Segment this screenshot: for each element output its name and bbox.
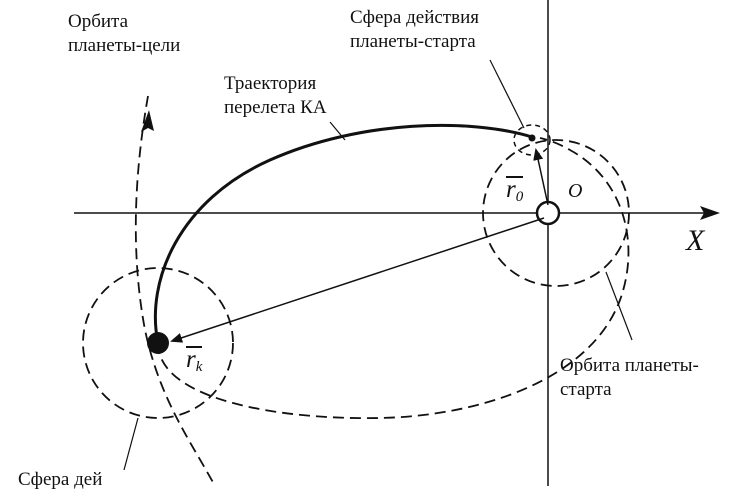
leader-sphere [489,59,525,129]
target-sphere-of-influence [82,267,234,419]
spacecraft-start-point [528,134,536,142]
x-axis-arrow [700,206,720,220]
label-bottom-cut: Сфера дей [18,469,103,490]
label-trajectory: Траектория перелета КА [224,72,327,120]
label-sphere-line1: Сфера действия [350,7,479,28]
label-start-orbit: Орбита планеты- старта [560,354,699,402]
target-planet [147,332,169,354]
target-orbit-direction-arrow [141,110,154,132]
label-target-orbit: Орбита планеты-цели [68,10,180,58]
label-start-orbit-line1: Орбита планеты- [560,355,699,376]
vector-r0-label: r0 [506,176,524,208]
x-axis-label: X [686,224,705,257]
leader-start-orbit [605,271,633,341]
vector-r0-sub: 0 [515,189,524,205]
label-sphere-line2: планеты-старта [350,31,476,52]
label-start-orbit-line2: старта [560,379,612,400]
label-target-orbit-line2: планеты-цели [68,35,181,56]
sun-origin [535,200,561,226]
vector-rk-label: rk [186,346,203,378]
transfer-ellipse-dashed [157,137,630,420]
origin-label: O [568,180,583,202]
vector-rk-base: r [186,346,196,373]
vector-rk [170,217,545,343]
label-trajectory-line2: перелета КА [224,97,327,118]
label-sphere: Сфера действия планеты-старта [350,6,479,54]
leader-bottom [123,417,139,471]
leader-trajectory [329,121,346,141]
vector-rk-sub: k [195,359,203,375]
start-planet-orbit [482,139,630,287]
target-planet-orbit [134,95,216,486]
vector-r0 [533,148,549,206]
label-target-orbit-line1: Орбита [68,11,129,32]
spacecraft-trajectory [153,123,533,344]
vector-r0-base: r [506,176,516,203]
label-trajectory-line1: Траектория [224,73,317,94]
start-sphere-of-influence [513,124,551,156]
